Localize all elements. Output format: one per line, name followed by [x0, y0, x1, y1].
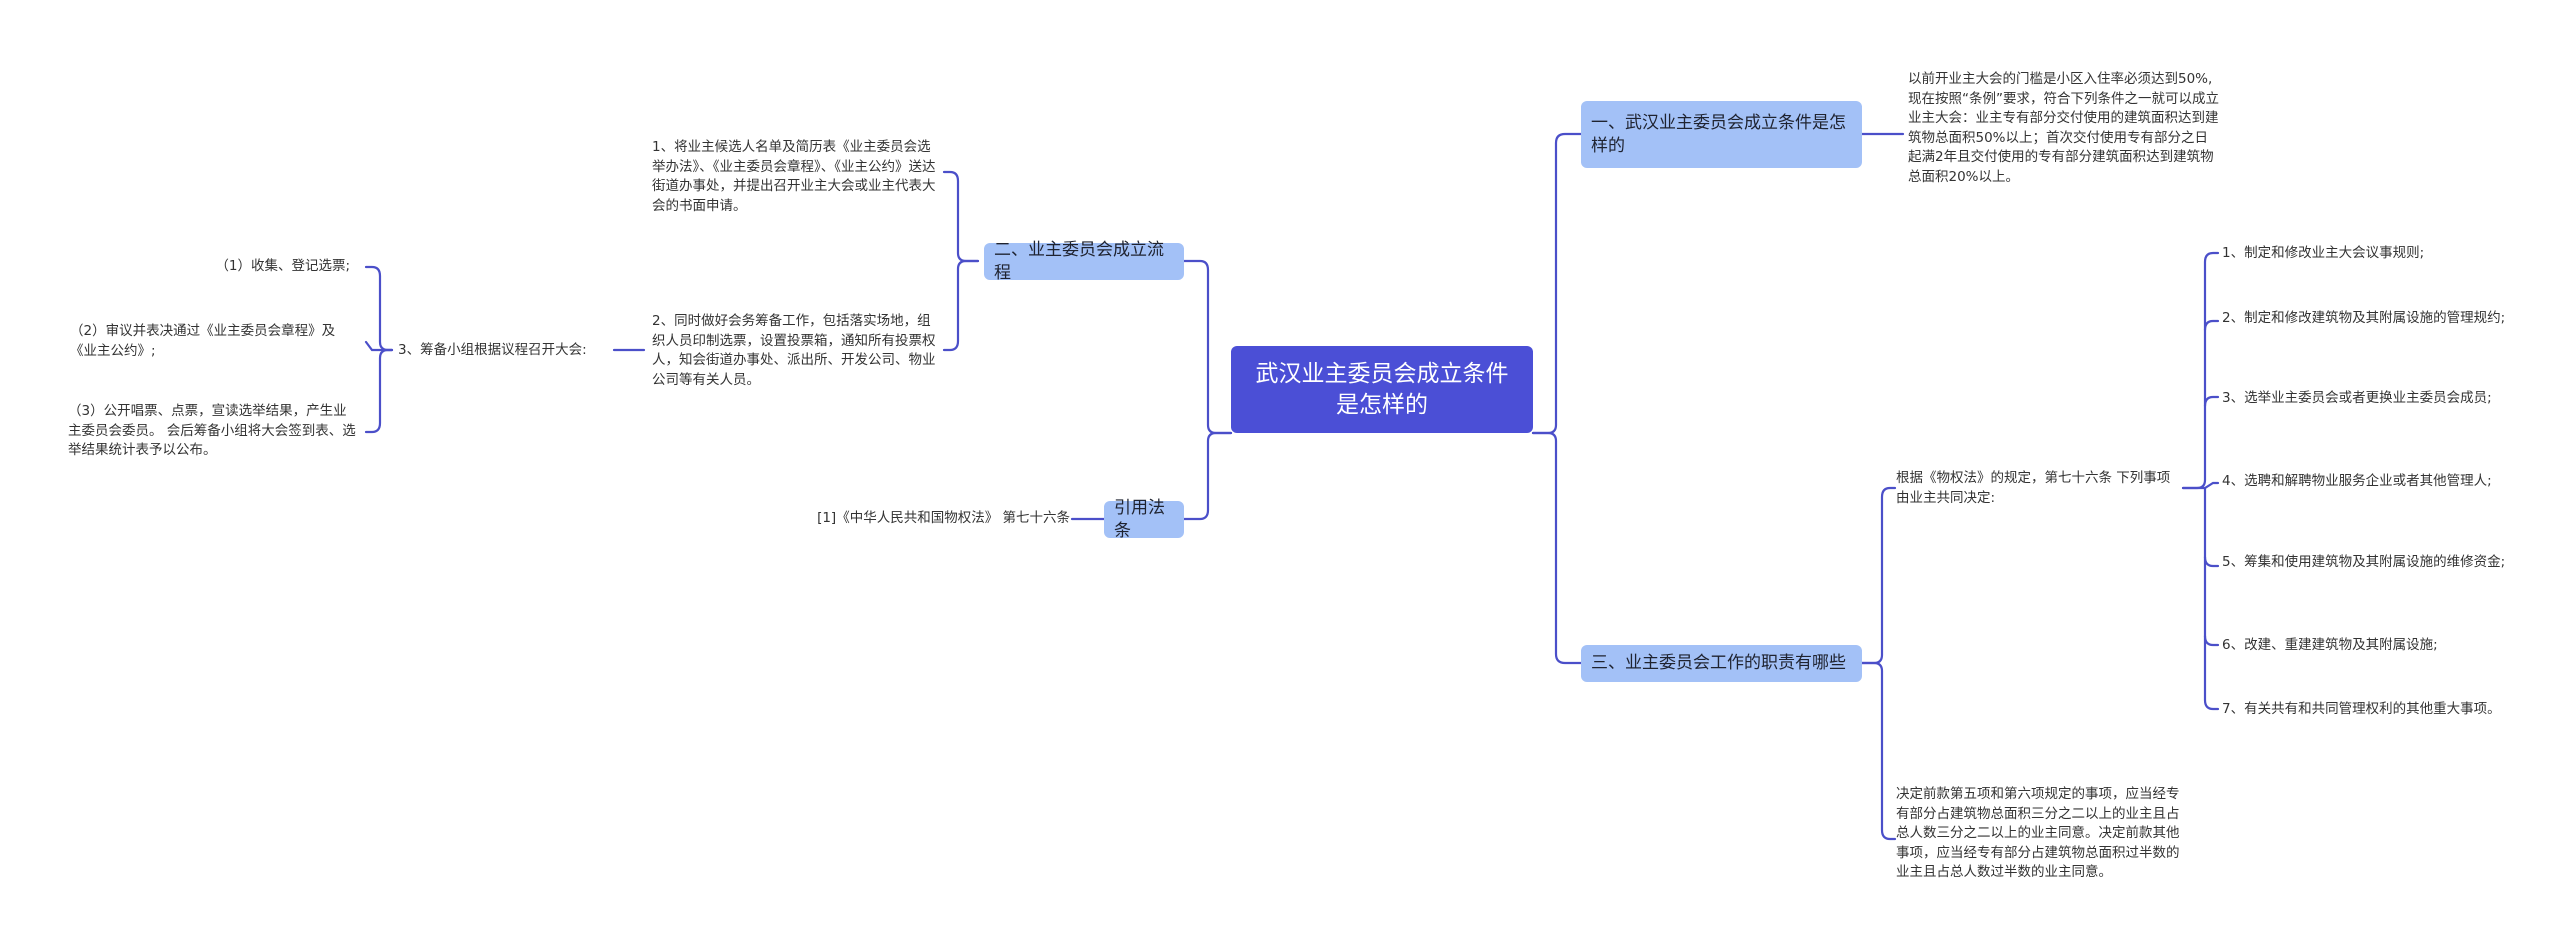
leaf-duties-decision: 决定前款第五项和第六项规定的事项，应当经专有部分占建筑物总面积三分之二以上的业主… — [1896, 786, 2180, 880]
edge-root-b2 — [1182, 259, 1233, 435]
edge-intro-duty2 — [2203, 319, 2220, 332]
duty-item: 2、制定和修改建筑物及其附属设施的管理规约; — [2222, 310, 2506, 326]
edge-b2-step1 — [942, 170, 980, 263]
root-topic-label: 武汉业主委员会成立条件是怎样的 — [1255, 360, 1509, 418]
edge-intro-duty7 — [2203, 634, 2220, 711]
edge-root-b3 — [1531, 431, 1583, 665]
edge-intro-duty5 — [2203, 486, 2220, 568]
leaf-process-step3-c: （3）公开唱票、点票，宣读选举结果，产生业主委员会委员。 会后筹备小组将大会签到… — [68, 403, 356, 458]
leaf-process-step3-a: （1）收集、登记选票; — [215, 258, 350, 274]
edge-root-b1 — [1531, 132, 1583, 435]
edge-intro-duty3 — [2203, 395, 2220, 408]
edge-intro-duty6 — [2203, 555, 2220, 647]
edge-intro-duty4 — [2181, 481, 2220, 490]
branch-process[interactable]: 二、业主委员会成立流程 — [984, 240, 1184, 283]
duty-item: 7、有关共有和共同管理权利的其他重大事项。 — [2222, 701, 2501, 717]
duty-item: 4、选聘和解聘物业服务企业或者其他管理人; — [2222, 473, 2492, 489]
branch-process-label: 二、业主委员会成立流程 — [994, 239, 1164, 283]
duty-item: 1、制定和修改业主大会议事规则; — [2222, 245, 2425, 261]
edge-step3-a — [364, 265, 394, 352]
edge-b2-step2 — [942, 259, 980, 352]
branch-duties-label: 三、业主委员会工作的职责有哪些 — [1591, 653, 1846, 673]
branch-law-reference-label: 引用法条 — [1114, 497, 1165, 541]
leaf-process-step3-b: （2）审议并表决通过《业主委员会章程》及《业主公约》; — [70, 323, 336, 359]
branch-conditions[interactable]: 一、武汉业主委员会成立条件是怎样的 — [1581, 101, 1862, 168]
root-topic[interactable]: 武汉业主委员会成立条件是怎样的 — [1231, 346, 1533, 433]
leaf-process-step1: 1、将业主候选人名单及简历表《业主委员会选举办法》、《业主委员会章程》、《业主公… — [652, 139, 936, 214]
duty-item: 3、选举业主委员会或者更换业主委员会成员; — [2222, 390, 2492, 406]
leaf-conditions-text: 以前开业主大会的门槛是小区入住率必须达到50%,现在按照“条例”要求，符合下列条… — [1908, 71, 2219, 185]
leaf-process-step3: 3、筹备小组根据议程召开大会: — [398, 342, 587, 358]
branch-conditions-label: 一、武汉业主委员会成立条件是怎样的 — [1591, 112, 1846, 156]
edge-intro-duty1 — [2181, 251, 2220, 490]
leaf-duties-intro: 根据《物权法》的规定，第七十六条 下列事项由业主共同决定: — [1896, 470, 2171, 506]
branch-law-reference[interactable]: 引用法条 — [1104, 498, 1184, 541]
leaf-process-step2: 2、同时做好会务筹备工作，包括落实场地，组织人员印制选票，设置投票箱，通知所有投… — [652, 313, 936, 388]
edge-b3-decision — [1860, 661, 1897, 841]
duty-item: 6、改建、重建建筑物及其附属设施; — [2222, 637, 2438, 653]
duty-item: 5、筹集和使用建筑物及其附属设施的维修资金; — [2222, 554, 2506, 570]
edge-b3-intro — [1860, 486, 1897, 665]
edge-step3-c — [364, 348, 394, 434]
leaf-law-citation: [1]《中华人民共和国物权法》 第七十六条 — [817, 510, 1070, 526]
branch-duties[interactable]: 三、业主委员会工作的职责有哪些 — [1581, 645, 1862, 682]
edge-root-b4 — [1182, 431, 1233, 521]
